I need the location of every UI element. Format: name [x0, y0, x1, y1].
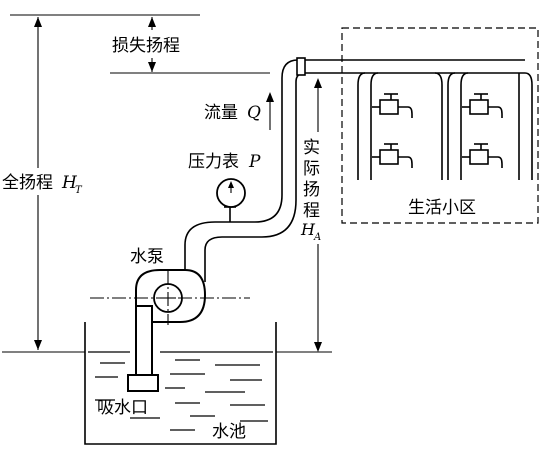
faucet-icon [372, 93, 413, 118]
suction-pipe [127, 299, 159, 392]
faucet-icon [462, 93, 503, 118]
head-loss-arrows [148, 17, 156, 72]
faucet-icon [462, 143, 503, 168]
total-head-symbol: H [61, 173, 78, 193]
pump-label: 水泵 [130, 247, 164, 267]
building-pipes [357, 72, 533, 180]
head-loss-label: 损失扬程 [112, 36, 180, 56]
pool-outline [84, 322, 277, 445]
flow-arrow [266, 92, 274, 130]
total-head-subscript: T [75, 185, 83, 196]
total-head-label: 全扬程 [2, 173, 53, 193]
inlet-label: 吸水口 [97, 398, 148, 418]
actual-head-char-4: 程 [303, 201, 320, 221]
community-label: 生活小区 [408, 198, 476, 218]
pipe-flange [296, 57, 306, 76]
faucet-icon [372, 143, 413, 168]
water-waves [88, 351, 273, 431]
gauge-label: 压力表 [188, 152, 239, 172]
pool-label: 水池 [212, 422, 246, 442]
actual-head-label-bg [300, 132, 326, 244]
flow-label: 流量 [204, 103, 238, 123]
community-boundary [341, 27, 539, 224]
gauge-symbol: P [248, 152, 261, 172]
total-head-dimension [34, 17, 42, 350]
flow-symbol: Q [247, 103, 261, 123]
actual-head-char-2: 际 [303, 159, 320, 179]
pressure-gauge [216, 178, 246, 222]
actual-head-char-3: 扬 [303, 180, 320, 200]
actual-head-symbol: H [300, 220, 316, 239]
actual-head-char-1: 实 [303, 138, 320, 158]
actual-head-subscript: A [313, 232, 321, 243]
